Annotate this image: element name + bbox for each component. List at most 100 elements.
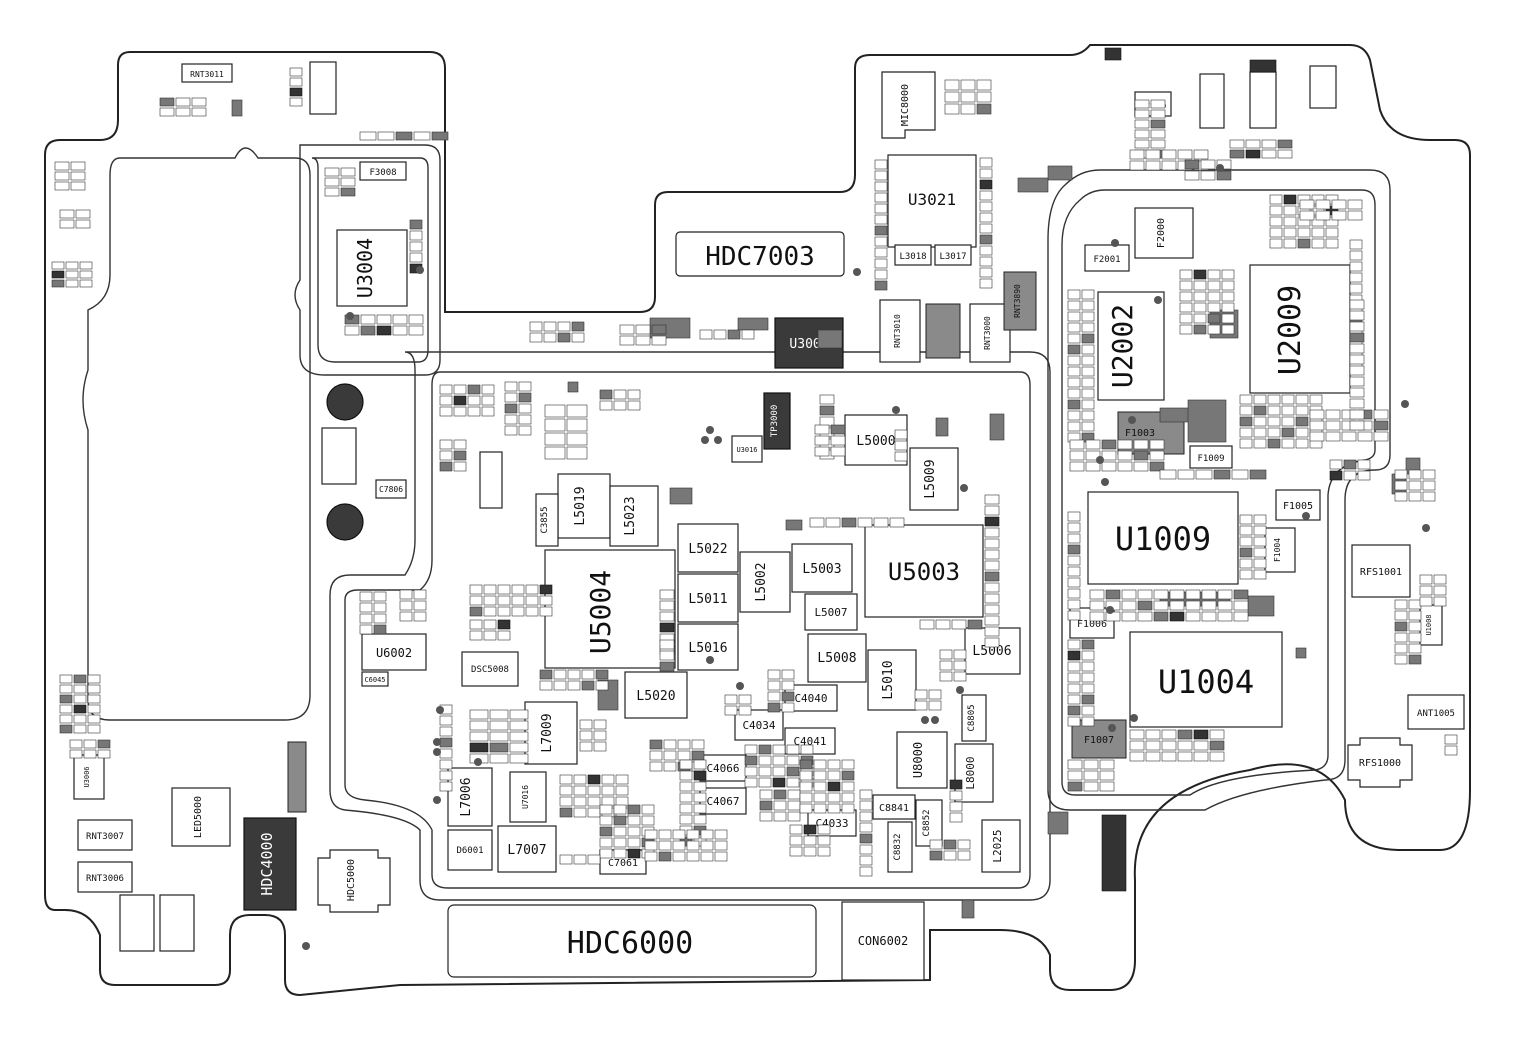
smd-part [559, 774, 573, 785]
smd-part [1422, 480, 1436, 491]
via [1128, 416, 1136, 424]
smd-part [813, 781, 827, 792]
smd-part [724, 694, 738, 705]
smd-part [1239, 427, 1253, 438]
smd-part [54, 161, 70, 171]
smd-part [1253, 547, 1267, 558]
smd-part [1394, 632, 1408, 643]
smd-part [399, 589, 413, 600]
smd-part [453, 406, 467, 417]
smd-part [1153, 611, 1169, 622]
smd-part [1297, 227, 1311, 238]
smd-part [1067, 377, 1081, 388]
c4040-label: C4040 [794, 692, 827, 705]
smd-part [679, 770, 693, 781]
smd-part [544, 446, 566, 460]
smd-part [344, 325, 360, 336]
smd-part [360, 314, 376, 325]
smd-part [511, 584, 525, 595]
smd-part [489, 720, 509, 731]
smd-part [544, 418, 566, 432]
l3018-label: L3018 [899, 252, 926, 262]
via [853, 268, 861, 276]
smd-part [1117, 439, 1133, 450]
smd-part [439, 715, 453, 726]
u1009-label: U1009 [1115, 520, 1211, 558]
led5000 [171, 787, 231, 847]
smd-part [1067, 399, 1081, 410]
c8841 [872, 794, 916, 820]
smd-part [439, 726, 453, 737]
tp3000 [763, 392, 791, 450]
smd-part [599, 389, 613, 400]
smd-part [1137, 611, 1153, 622]
u1004-label: U1004 [1158, 663, 1254, 701]
smd-part [894, 429, 908, 440]
l5000-label: L5000 [856, 434, 895, 449]
smd-part [1067, 716, 1081, 727]
smd-part [1193, 149, 1209, 160]
smd-part [627, 815, 641, 826]
smd-part [874, 269, 888, 280]
smd-part [1129, 149, 1145, 160]
smd-part [69, 749, 83, 759]
smd-part [889, 517, 905, 528]
smd-part [1281, 394, 1295, 405]
l7006 [447, 767, 493, 827]
smd-part [1349, 398, 1365, 409]
smd-part [439, 384, 453, 395]
smd-part [1069, 439, 1085, 450]
smd-part [1373, 431, 1389, 442]
smd-part [744, 777, 758, 788]
smd-part [399, 611, 413, 622]
smd-part [1067, 555, 1081, 566]
smd-part [1394, 599, 1408, 610]
via [474, 758, 482, 766]
smd-part [1299, 199, 1315, 210]
smd-part [1331, 199, 1347, 210]
smd-part [1185, 611, 1201, 622]
smd-part [1349, 261, 1363, 272]
smd-part [714, 840, 728, 851]
capacitor-group: C4040 C4034 C4041 C4066 C4067 C4033 C706… [375, 451, 987, 875]
smd-part [1081, 650, 1095, 661]
smd-part [599, 826, 613, 837]
smd-part [1349, 420, 1365, 431]
smd-part [1295, 438, 1309, 449]
smd-part [571, 332, 585, 343]
smd-part [841, 781, 855, 792]
smd-part [87, 684, 101, 694]
smd-part [1311, 227, 1325, 238]
smd-part [699, 329, 713, 340]
smd-part [874, 280, 888, 291]
smd-part [615, 774, 629, 785]
u8000 [896, 731, 948, 789]
smd-part [827, 759, 841, 770]
smd-part [1067, 566, 1081, 577]
smd-part [691, 739, 705, 750]
smd-part [483, 630, 497, 641]
hdc7003-label: HDC7003 [705, 242, 815, 272]
smd-part [1325, 409, 1341, 420]
smd-part [1067, 781, 1083, 792]
smd-part [1201, 589, 1217, 600]
smd-part [1067, 511, 1081, 522]
smd-part [539, 669, 553, 680]
f1003-label: F1003 [1125, 428, 1155, 439]
smd-part [672, 840, 686, 851]
smd-part [51, 270, 65, 279]
u2002-chip [1097, 291, 1165, 401]
smd-part [1207, 280, 1221, 291]
smd-part [1083, 759, 1099, 770]
smd-part [587, 807, 601, 818]
smd-part [289, 87, 303, 97]
via [416, 266, 424, 274]
u3021-chip [887, 154, 977, 248]
rnt3000-label: RNT3000 [983, 316, 992, 350]
via [1302, 512, 1310, 520]
smd-part [1267, 438, 1281, 449]
smd-part [1419, 585, 1433, 596]
smd-part [686, 829, 700, 840]
smd-part [1193, 324, 1207, 335]
smd-part [373, 613, 387, 624]
